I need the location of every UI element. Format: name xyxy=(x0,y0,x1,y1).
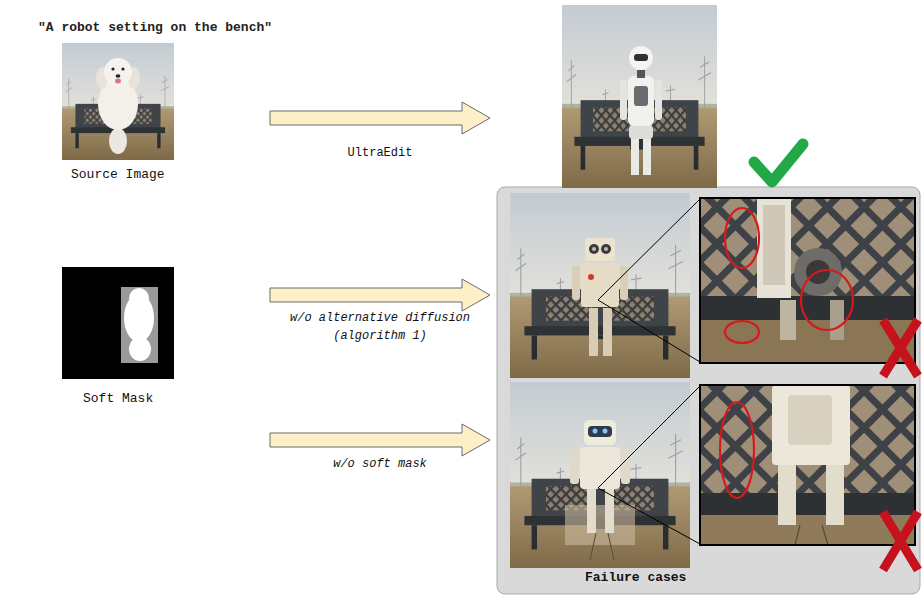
zoom-inset xyxy=(700,385,915,545)
result-photo xyxy=(562,5,717,188)
check-mark xyxy=(754,144,803,182)
leader-line xyxy=(598,199,700,544)
image-caption: Source Image xyxy=(71,167,165,182)
image-caption: Failure cases xyxy=(585,570,686,585)
image-box: Soft Mask xyxy=(50,267,186,407)
arrow-label: w/o alternative diffusion (algorithm 1) xyxy=(275,309,485,345)
image-caption: Soft Mask xyxy=(83,391,153,406)
failure-photo xyxy=(510,193,690,378)
arrow-label: w/o soft mask xyxy=(275,455,485,473)
prompt-title: "A robot setting on the bench" xyxy=(38,20,272,35)
arrow-label: UltraEdit xyxy=(275,144,485,162)
soft-mask-image xyxy=(62,267,174,379)
zoom-inset xyxy=(700,198,915,363)
image-box: Source Image xyxy=(50,43,186,188)
failure-panel xyxy=(497,187,920,594)
failure-panel: Failure cases xyxy=(497,187,920,594)
source-photo xyxy=(62,43,174,160)
block-arrow xyxy=(270,102,490,456)
failure-photo xyxy=(510,382,690,568)
cross-mark xyxy=(883,320,918,570)
